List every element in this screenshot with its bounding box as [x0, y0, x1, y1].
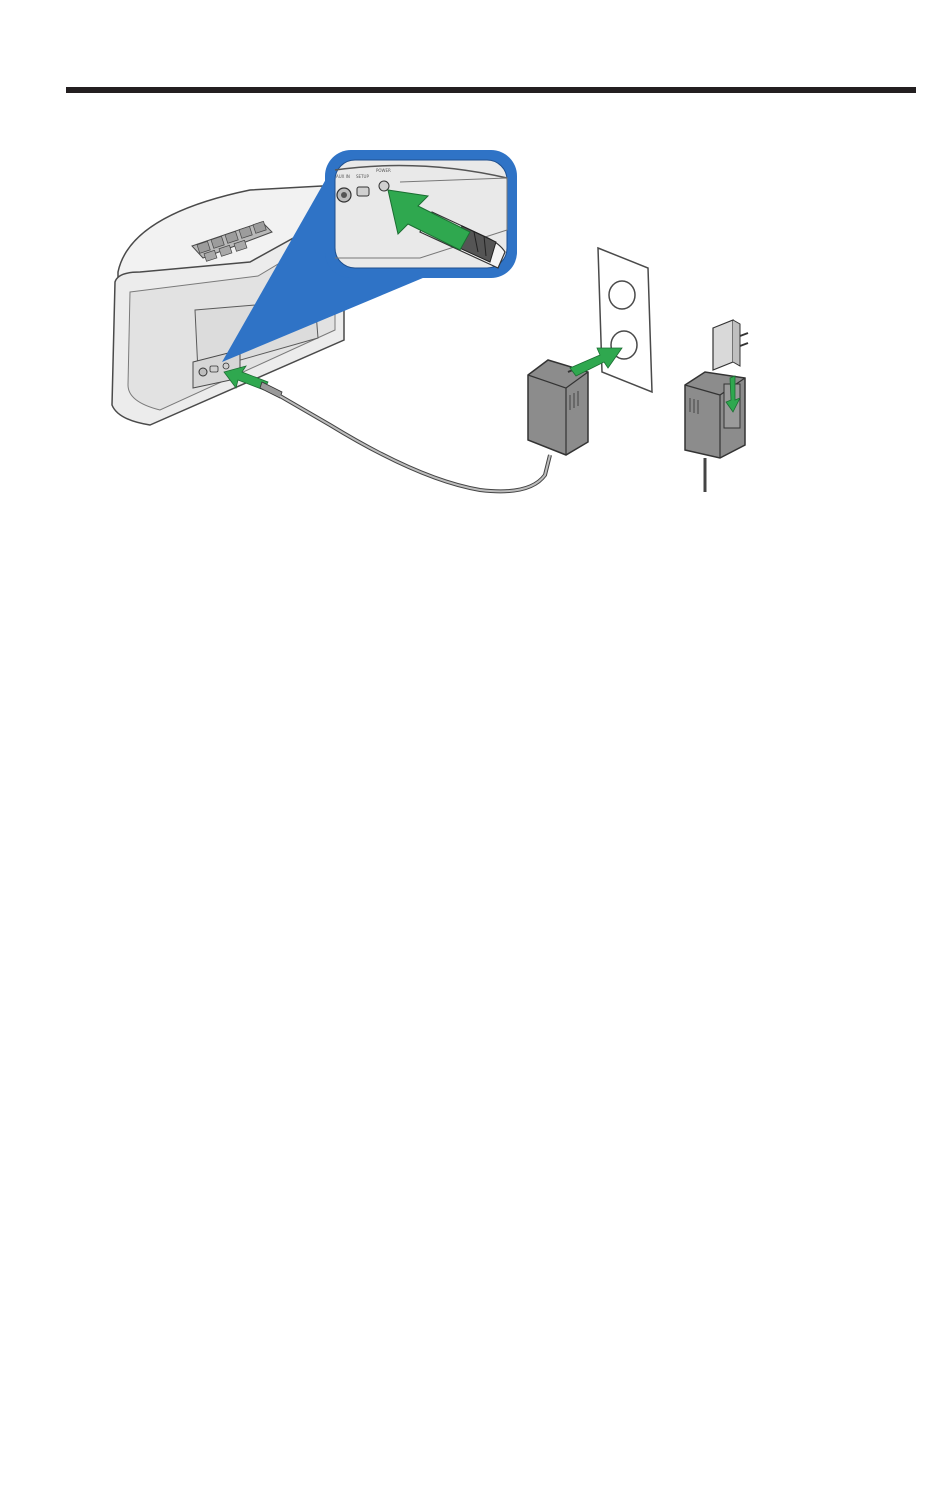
wall-outlet: [598, 248, 652, 392]
alternate-adapter: [685, 320, 748, 492]
port-label-setup: SETUP: [356, 174, 369, 179]
power-connection-illustration: AUX IN SETUP POWER: [0, 0, 950, 540]
power-cable: [280, 396, 550, 491]
port-label-aux: AUX IN: [336, 174, 350, 179]
port-label-power: POWER: [376, 168, 391, 173]
